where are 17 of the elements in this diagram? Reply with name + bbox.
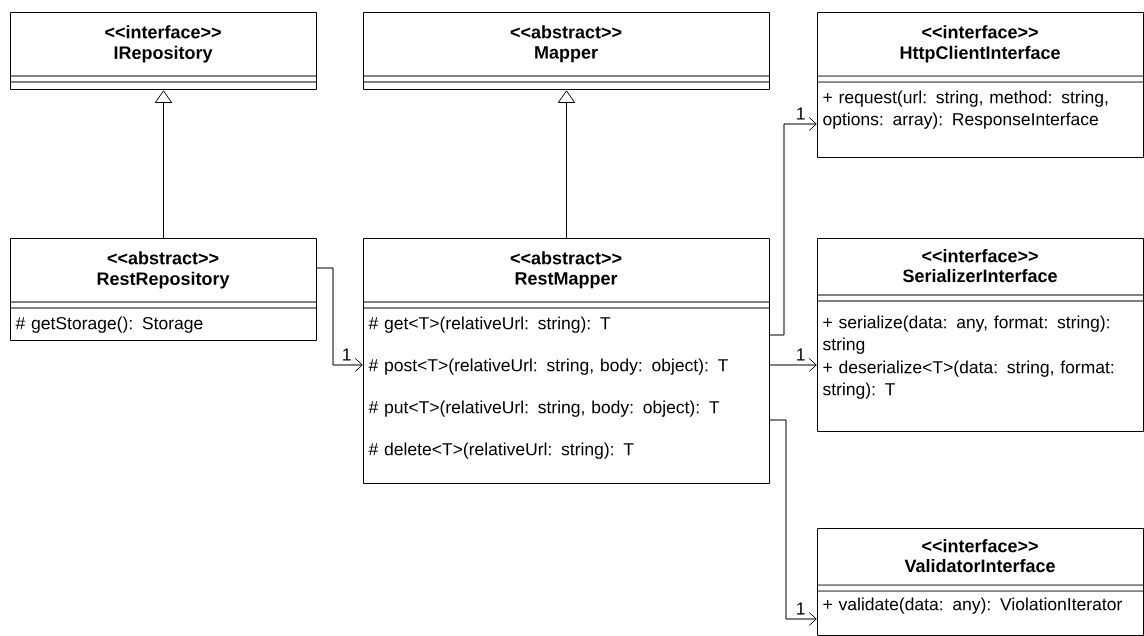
edge-label: 1 — [794, 347, 807, 362]
inheritance-arrow — [557, 90, 576, 239]
class-box: <<interface>> IRepository — [9, 12, 317, 90]
association-arrow — [769, 419, 817, 626]
association-arrow — [769, 358, 817, 372]
edge-label: 1 — [794, 106, 807, 121]
association-arrow — [769, 117, 817, 336]
class-box: <<abstract>> RestMapper # get<T>(relativeUrl: string): T # post<T>(relativeUrl: string, body: object): T # put<T>(relativeUrl: string, body: object): T # delete<T>(relativeUrl: string): T — [362, 238, 770, 484]
class-box: <<interface>> SerializerInterface + serialize(data: any, format: string): string + deserialize<T>(data: string, format: string): T — [816, 238, 1144, 432]
inheritance-arrow — [154, 90, 173, 239]
association-arrow — [316, 267, 363, 372]
class-box: <<abstract>> Mapper — [362, 12, 770, 90]
class-box: <<abstract>> RestRepository # getStorage(): Storage — [9, 238, 317, 341]
edge-label: 1 — [340, 347, 353, 362]
class-box: <<interface>> HttpClientInterface + request(url: string, method: string, options: array): ResponseInterface — [816, 12, 1144, 158]
class-box: <<interface>> ValidatorInterface + validate(data: any): ViolationIterator — [816, 528, 1144, 636]
edge-label: 1 — [794, 601, 807, 616]
